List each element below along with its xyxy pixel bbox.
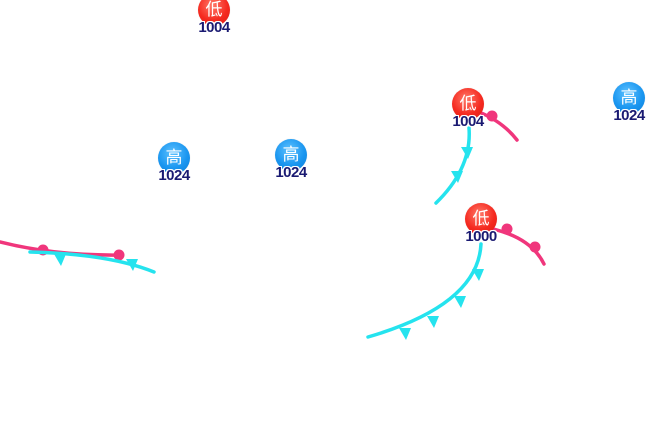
pressure-value: 1000: [465, 228, 497, 245]
high-pressure-icon: 高: [613, 82, 645, 114]
cold-front-triangle: [454, 296, 466, 308]
warm-front-semicircle: [529, 241, 541, 253]
low-pressure-marker[interactable]: 低 1004: [191, 0, 237, 40]
cold-front: [28, 250, 156, 274]
warm-front-semicircle: [113, 249, 125, 261]
pressure-value: 1024: [613, 107, 645, 124]
high-pressure-icon: 高: [275, 139, 307, 171]
high-pressure-marker[interactable]: 高 1024: [606, 82, 652, 128]
cold-front: [434, 126, 473, 205]
pressure-value: 1004: [198, 19, 230, 36]
cold-front-triangle: [427, 316, 439, 328]
cold-front-triangle: [399, 328, 411, 340]
high-pressure-marker[interactable]: 高 1024: [151, 142, 197, 188]
high-pressure-marker[interactable]: 高 1024: [268, 139, 314, 185]
pressure-value: 1024: [275, 164, 307, 181]
cold-front-line: [434, 126, 471, 205]
low-pressure-marker[interactable]: 低 1004: [445, 88, 491, 134]
cold-front: [366, 242, 484, 340]
cold-front-triangle: [126, 259, 138, 271]
pressure-value: 1024: [158, 167, 190, 184]
low-pressure-icon: 低: [465, 203, 497, 235]
cold-front-line: [28, 250, 156, 274]
cold-front-triangle: [472, 269, 484, 281]
cold-front-triangle: [451, 171, 463, 183]
warm-front-semicircle: [486, 110, 498, 122]
low-pressure-icon: 低: [452, 88, 484, 120]
cold-front-triangle: [54, 254, 66, 266]
low-pressure-marker[interactable]: 低 1000: [458, 203, 504, 249]
high-pressure-icon: 高: [158, 142, 190, 174]
low-pressure-icon: 低: [198, 0, 230, 26]
pressure-value: 1004: [452, 113, 484, 130]
cold-front-triangle: [461, 147, 473, 159]
cold-front-line: [366, 242, 483, 339]
warm-front-semicircle: [501, 223, 513, 235]
